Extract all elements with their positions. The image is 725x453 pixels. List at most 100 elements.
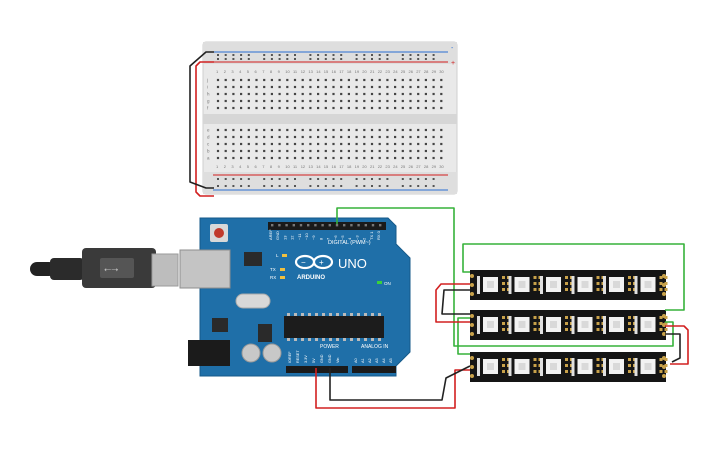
breadboard-hole[interactable] <box>247 99 250 103</box>
breadboard-hole[interactable] <box>355 78 358 82</box>
breadboard-hole[interactable] <box>417 99 420 103</box>
breadboard-hole[interactable] <box>270 58 273 60</box>
header-pin[interactable] <box>364 224 367 227</box>
breadboard-hole[interactable] <box>224 92 227 96</box>
breadboard-hole[interactable] <box>424 106 427 110</box>
breadboard-hole[interactable] <box>386 185 389 187</box>
breadboard-hole[interactable] <box>247 85 250 89</box>
breadboard-hole[interactable] <box>363 58 366 60</box>
breadboard-hole[interactable] <box>278 85 281 89</box>
breadboard-hole[interactable] <box>332 85 335 89</box>
breadboard-hole[interactable] <box>324 78 327 82</box>
breadboard-hole[interactable] <box>370 142 374 146</box>
breadboard-hole[interactable] <box>370 156 374 160</box>
breadboard-hole[interactable] <box>409 142 412 146</box>
breadboard-hole[interactable] <box>278 156 281 160</box>
breadboard-hole[interactable] <box>401 149 404 153</box>
breadboard-hole[interactable] <box>409 135 412 139</box>
breadboard-hole[interactable] <box>324 128 327 132</box>
breadboard-hole[interactable] <box>432 142 435 146</box>
breadboard-hole[interactable] <box>263 156 266 160</box>
breadboard-hole[interactable] <box>293 92 297 96</box>
breadboard-hole[interactable] <box>293 106 297 110</box>
breadboard-hole[interactable] <box>216 106 220 110</box>
breadboard-hole[interactable] <box>363 185 366 187</box>
breadboard-hole[interactable] <box>240 92 243 96</box>
header-pin[interactable] <box>299 224 303 227</box>
breadboard-hole[interactable] <box>370 106 374 110</box>
breadboard-hole[interactable] <box>317 78 320 82</box>
breadboard-hole[interactable] <box>309 128 312 132</box>
breadboard-hole[interactable] <box>232 149 235 153</box>
breadboard-hole[interactable] <box>440 85 443 89</box>
breadboard-hole[interactable] <box>270 99 273 103</box>
breadboard-hole[interactable] <box>270 128 273 132</box>
breadboard-hole[interactable] <box>394 106 397 110</box>
breadboard-hole[interactable] <box>417 135 420 139</box>
breadboard-hole[interactable] <box>217 178 219 180</box>
breadboard-hole[interactable] <box>270 142 273 146</box>
breadboard-hole[interactable] <box>424 85 427 89</box>
breadboard-hole[interactable] <box>394 135 397 139</box>
breadboard-hole[interactable] <box>347 142 350 146</box>
breadboard-hole[interactable] <box>417 128 420 132</box>
reset-button[interactable] <box>214 228 224 238</box>
breadboard-hole[interactable] <box>232 58 235 60</box>
breadboard-hole[interactable] <box>286 58 289 60</box>
breadboard-hole[interactable] <box>263 128 266 132</box>
breadboard-hole[interactable] <box>286 128 289 132</box>
strip-pad[interactable] <box>662 292 666 296</box>
breadboard-hole[interactable] <box>309 99 312 103</box>
breadboard-hole[interactable] <box>432 149 435 153</box>
breadboard-hole[interactable] <box>432 106 435 110</box>
breadboard-hole[interactable] <box>224 142 227 146</box>
breadboard-hole[interactable] <box>432 78 435 82</box>
breadboard-hole[interactable] <box>317 128 320 132</box>
breadboard-hole[interactable] <box>317 185 320 187</box>
breadboard-hole[interactable] <box>263 85 266 89</box>
breadboard-hole[interactable] <box>424 92 427 96</box>
led-strip[interactable] <box>470 352 668 382</box>
breadboard-hole[interactable] <box>301 92 304 96</box>
breadboard-hole[interactable] <box>424 142 427 146</box>
breadboard-hole[interactable] <box>340 185 343 187</box>
breadboard-hole[interactable] <box>347 78 350 82</box>
breadboard-hole[interactable] <box>340 85 343 89</box>
wires[interactable] <box>189 51 689 409</box>
breadboard-hole[interactable] <box>232 92 235 96</box>
breadboard-hole[interactable] <box>240 142 243 146</box>
breadboard-hole[interactable] <box>293 85 297 89</box>
strip-pad[interactable] <box>470 365 474 369</box>
breadboard-hole[interactable] <box>240 54 243 56</box>
breadboard-hole[interactable] <box>278 185 281 187</box>
header-pin[interactable] <box>335 224 339 227</box>
breadboard-hole[interactable] <box>217 58 219 60</box>
breadboard-hole[interactable] <box>293 149 297 153</box>
breadboard-hole[interactable] <box>347 85 350 89</box>
breadboard-hole[interactable] <box>401 78 404 82</box>
breadboard-hole[interactable] <box>386 128 389 132</box>
breadboard-hole[interactable] <box>340 142 343 146</box>
breadboard-hole[interactable] <box>224 185 227 187</box>
breadboard-hole[interactable] <box>294 54 296 56</box>
breadboard-hole[interactable] <box>317 135 320 139</box>
breadboard-hole[interactable] <box>409 85 412 89</box>
header-pin[interactable] <box>350 224 353 227</box>
breadboard-hole[interactable] <box>347 128 350 132</box>
breadboard-hole[interactable] <box>424 156 427 160</box>
breadboard-hole[interactable] <box>240 78 243 82</box>
breadboard-hole[interactable] <box>355 85 358 89</box>
breadboard-hole[interactable] <box>424 178 427 180</box>
breadboard-hole[interactable] <box>332 58 335 60</box>
breadboard-hole[interactable] <box>394 99 397 103</box>
breadboard-hole[interactable] <box>232 128 235 132</box>
breadboard-hole[interactable] <box>340 178 343 180</box>
breadboard-hole[interactable] <box>363 85 366 89</box>
breadboard-hole[interactable] <box>240 99 243 103</box>
breadboard-hole[interactable] <box>401 106 404 110</box>
breadboard-hole[interactable] <box>317 85 320 89</box>
breadboard-hole[interactable] <box>293 128 297 132</box>
breadboard-hole[interactable] <box>294 58 296 60</box>
breadboard-hole[interactable] <box>317 92 320 96</box>
breadboard-hole[interactable] <box>224 85 227 89</box>
